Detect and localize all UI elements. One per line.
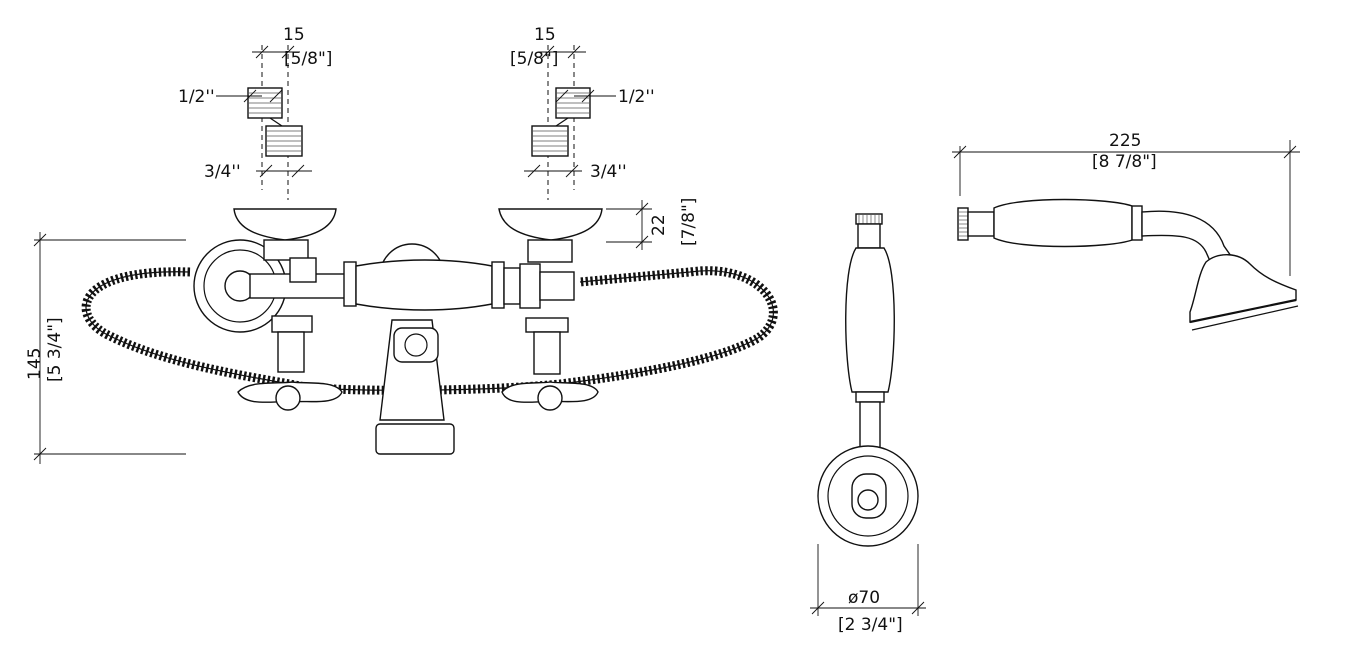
right-bottom-thread-label: 3/4'' [590,162,627,182]
right-eccentric-union [531,45,591,200]
flange-height-dimension [606,200,652,250]
wall-plate-diameter-dimension [810,544,926,616]
hand-shower-length-mm: 225 [1109,131,1141,151]
overall-height-mm: 145 [25,348,45,380]
flange-height-in: [7/8"] [679,198,699,246]
right-valve [501,239,599,411]
left-flange [233,208,337,241]
left-offset-in: [5/8"] [284,49,332,69]
overall-height-dimension [33,232,186,464]
hand-shower-front-view [817,213,919,547]
right-offset-in: [5/8"] [510,49,558,69]
right-top-thread-label: 1/2'' [618,87,655,107]
wall-plate-diameter-in: [2 3/4"] [838,615,903,635]
flange-height-mm: 22 [649,214,669,236]
hand-shower-length-dimension [952,140,1300,276]
right-offset-dimension [524,45,616,178]
left-top-thread-label: 1/2'' [178,87,215,107]
left-offset-dimension [216,45,312,178]
right-flange [498,208,603,241]
left-eccentric-union [247,45,303,200]
left-offset-mm: 15 [283,25,305,45]
overall-height-in: [5 3/4"] [45,317,65,382]
hand-shower-length-in: [8 7/8"] [1092,152,1157,172]
mixer-horizontal-bar [249,259,575,311]
left-valve [237,239,343,411]
wall-plate-diameter-mm: ø70 [848,588,880,608]
right-offset-mm: 15 [534,25,556,45]
left-bottom-thread-label: 3/4'' [204,162,241,182]
hand-shower-side-view [957,198,1299,331]
